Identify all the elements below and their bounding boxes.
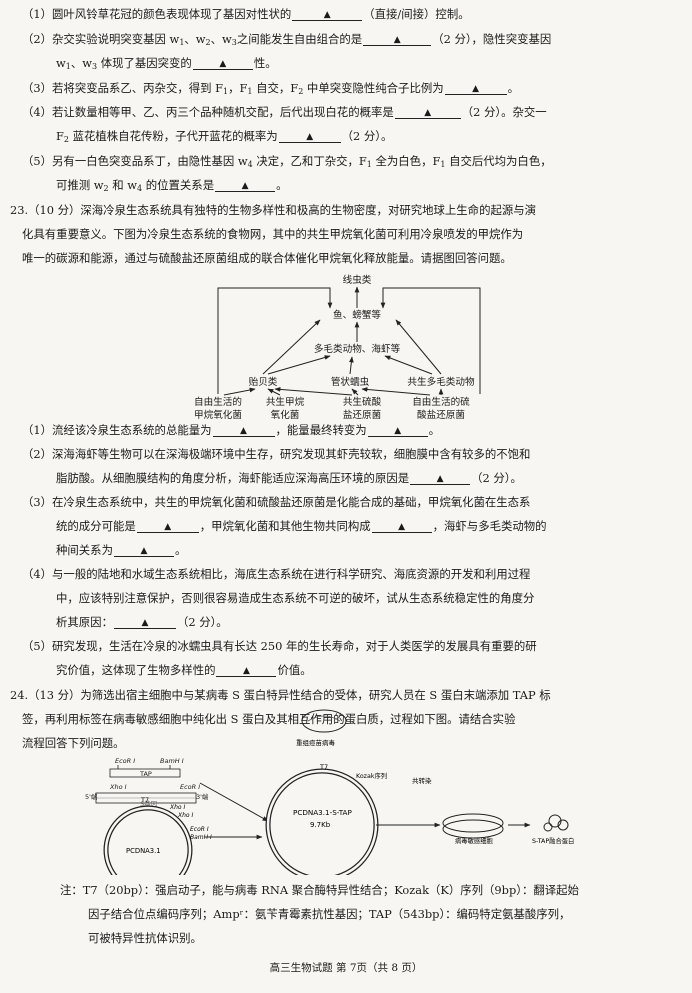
q23-s3-line1: （3）在冷泉生态系统中，共生的甲烷氧化菌和硫酸盐还原菌是化能合成的基础，甲烷氧化… [22, 495, 531, 509]
node-symbiotic-methanotroph-a: 共生甲烷 [266, 396, 305, 408]
node-fish-crab: 鱼、螃蟹等 [333, 309, 381, 321]
answer-blank[interactable]: ▲ [367, 423, 428, 437]
node-free-methanotroph-a: 自由生活的 [194, 396, 242, 408]
label-tap: TAP [139, 770, 152, 778]
q24-note-line1: 注：T7（20bp）：强启动子，能与病毒 RNA 聚合酶特异性结合；Kozak（… [60, 883, 579, 897]
q23-intro-line3: 唯一的碳源和能源，通过与硫酸盐还原菌组成的联合体催化甲烷氧化释放能量。请据图回答… [22, 251, 512, 265]
fusion-protein-complex: S-TAP融合蛋白 [532, 814, 574, 845]
petri-dish: 病毒敏感细胞 [442, 813, 504, 845]
node-symbiotic-srb-b: 盐还原菌 [343, 409, 382, 420]
label-3-end: 3'端 [196, 792, 209, 801]
q23-s5-line2: 究价值，这体现了生物多样性的▲价值。 [56, 663, 312, 677]
label-vaccinia: 重组痘苗病毒 [296, 738, 336, 747]
label-t7-left: T7 [140, 796, 149, 804]
label-bamhi-left: BamH Ⅰ [190, 834, 212, 841]
label-xhoi-left2: Xho Ⅰ [177, 812, 193, 819]
answer-blank[interactable]: ▲ [371, 519, 432, 533]
food-web-diagram: 线虫类 鱼、螃蟹等 多毛类动物、海虾等 贻贝类 管状蠕虫 共生多毛类动物 自由生… [194, 274, 481, 420]
label-ecori-tap: EcoR Ⅰ [115, 757, 135, 765]
label-kozak: Kozak序列 [356, 771, 387, 780]
page-footer: 高三生物试题 第 7页（共 8 页） [269, 962, 423, 974]
label-pcdna31: PCDNA3.1 [126, 847, 161, 855]
node-symbiotic-polychaetes: 共生多毛类动物 [407, 376, 475, 388]
q23-s3-line2: 统的成分可能是▲，甲烷氧化菌和其他生物共同构成▲，海虾与多毛类动物的 [56, 519, 547, 533]
q23-s4-line1: （4）与一般的陆地和水域生态系统相比，海底生态系统在进行科学研究、海底资源的开发… [22, 567, 531, 581]
q24-note-line2: 因子结合位点编码序列；Ampʳ：氨苄青霉素抗性基因；TAP（543bp）：编码特… [88, 907, 571, 921]
label-bamhi-tap: BamH Ⅰ [160, 757, 184, 765]
answer-blank[interactable]: ▲ [212, 423, 275, 437]
q23-s3-line3: 种间关系为▲。 [56, 543, 187, 557]
q24-intro-line3: 流程回答下列问题。 [22, 736, 125, 750]
q22-s1: （1）圆叶风铃草花冠的颜色表现体现了基因对性状的▲（直接/间接）控制。 [22, 7, 470, 21]
node-nematodes: 线虫类 [343, 274, 372, 286]
q22-s5-line2: 可推测 w2 和 w4 的位置关系是▲。 [56, 178, 288, 193]
label-ecori-left: EcoR Ⅰ [190, 826, 209, 833]
q23-s5-line1: （5）研究发现，生活在冷泉的冰蠕虫具有长达 250 年的生长寿命，对于人类医学的… [22, 639, 537, 653]
node-mussels: 贻贝类 [249, 376, 278, 388]
q24-note-line3: 可被特异性抗体识别。 [88, 931, 202, 945]
node-symbiotic-methanotroph-b: 氧化菌 [271, 409, 300, 420]
answer-blank[interactable]: ▲ [192, 56, 253, 70]
node-free-srb-b: 酸盐还原菌 [417, 409, 465, 420]
label-ecori-s: EcoR Ⅰ [180, 783, 200, 791]
cloning-figure: EcoR Ⅰ BamH Ⅰ TAP Xho Ⅰ EcoR Ⅰ 5'端 3'端 S… [85, 757, 574, 875]
label-xhoi-left: Xho Ⅰ [169, 804, 185, 811]
virus-illustration: 重组痘苗病毒 [296, 709, 347, 747]
label-sensitive-cells: 病毒敏感细胞 [455, 836, 493, 845]
label-5-end: 5'端 [85, 792, 98, 801]
q23-s2-line2: 脂肪酸。从细胞膜结构的角度分析，海虾能适应深海高压环境的原因是▲（2 分）。 [56, 471, 522, 485]
answer-blank[interactable]: ▲ [278, 129, 341, 143]
q23-s1: （1）流经该冷泉生态系统的总能量为▲，能量最终转变为▲。 [22, 423, 441, 437]
recombinant-plasmid: PCDNA3.1-S-TAP 9.7Kb T7 Kozak序列 [265, 763, 387, 875]
answer-blank[interactable]: ▲ [410, 471, 471, 485]
q24-intro-line1: 24.（13 分）为筛选出宿主细胞中与某病毒 S 蛋白特异性结合的受体，研究人员… [10, 688, 551, 702]
node-free-methanotroph-b: 甲烷氧化菌 [194, 409, 242, 420]
answer-blank[interactable]: ▲ [444, 81, 507, 95]
answer-blank[interactable]: ▲ [216, 663, 277, 677]
q22-s2-line2: w1、w3 体现了基因突变的▲性。 [56, 56, 277, 71]
q23-intro-line2: 化具有重要意义。下图为冷泉生态系统的食物网，其中的共生甲烷氧化菌可利用冷泉喷发的… [22, 227, 524, 241]
q22-s5-line1: （5）另有一白色突变品系丁，由隐性基因 w4 决定，乙和丁杂交，F1 全为白色，… [22, 154, 552, 169]
q22-s4-line1: （4）若让数量相等甲、乙、丙三个品种随机交配，后代出现白花的概率是▲（2 分）。… [22, 105, 547, 119]
q23-s4-line3: 析其原因：▲（2 分）。 [56, 615, 228, 629]
answer-blank[interactable]: ▲ [363, 32, 432, 46]
answer-blank[interactable]: ▲ [113, 615, 176, 629]
answer-blank[interactable]: ▲ [215, 178, 276, 192]
q22-s4-line2: F2 蓝花植株自花传粉，子代开蓝花的概率为▲（2 分）。 [56, 129, 393, 144]
answer-blank[interactable]: ▲ [113, 543, 174, 557]
label-recombinant: PCDNA3.1-S-TAP [293, 808, 352, 817]
label-size: 9.7Kb [310, 821, 331, 829]
answer-blank[interactable]: ▲ [394, 105, 461, 119]
q22-s2-line1: （2）杂交实验说明突变基因 w1、w2、w3之间能发生自由组合的是▲（2 分），… [22, 32, 552, 47]
tap-fragment [109, 768, 181, 778]
label-xhoi-s: Xho Ⅰ [109, 783, 127, 791]
answer-blank[interactable]: ▲ [292, 7, 363, 21]
node-symbiotic-srb-a: 共生硫酸 [343, 396, 382, 408]
node-polychaetes-shrimp: 多毛类动物、海虾等 [314, 343, 401, 355]
q23-s2-line1: （2）深海海虾等生物可以在深海极端环境中生存，研究发现其虾壳较软，细胞膜中含有较… [22, 447, 531, 461]
node-tube-worms: 管状蠕虫 [331, 376, 370, 388]
pcdna31-plasmid: PCDNA3.1 T7 Xho Ⅰ Xho Ⅰ EcoR Ⅰ BamH Ⅰ [103, 796, 212, 875]
label-s-gene: S基因 [140, 799, 157, 808]
label-fusion-protein: S-TAP融合蛋白 [532, 836, 574, 845]
q23-s4-line2: 中，应该特别注意保护，否则很容易造成生态系统不可逆的破坏，试从生态系统稳定性的角… [56, 591, 535, 605]
label-cotransfection: 共转染 [412, 776, 432, 785]
label-t7-right: T7 [319, 763, 328, 771]
answer-blank[interactable]: ▲ [136, 519, 199, 533]
node-free-srb-a: 自由生活的硫 [412, 396, 470, 408]
q24-intro-line2: 签，再利用标签在病毒敏感细胞中纯化出 S 蛋白及其相互作用的蛋白质，过程如下图。… [22, 712, 516, 726]
q22-s3: （3）若将突变品系乙、丙杂交，得到 F1，F1 自交，F2 中单突变隐性纯合子比… [22, 81, 520, 96]
q23-intro-line1: 23.（10 分）深海冷泉生态系统具有独特的生物多样性和极高的生物密度，对研究地… [10, 203, 537, 217]
